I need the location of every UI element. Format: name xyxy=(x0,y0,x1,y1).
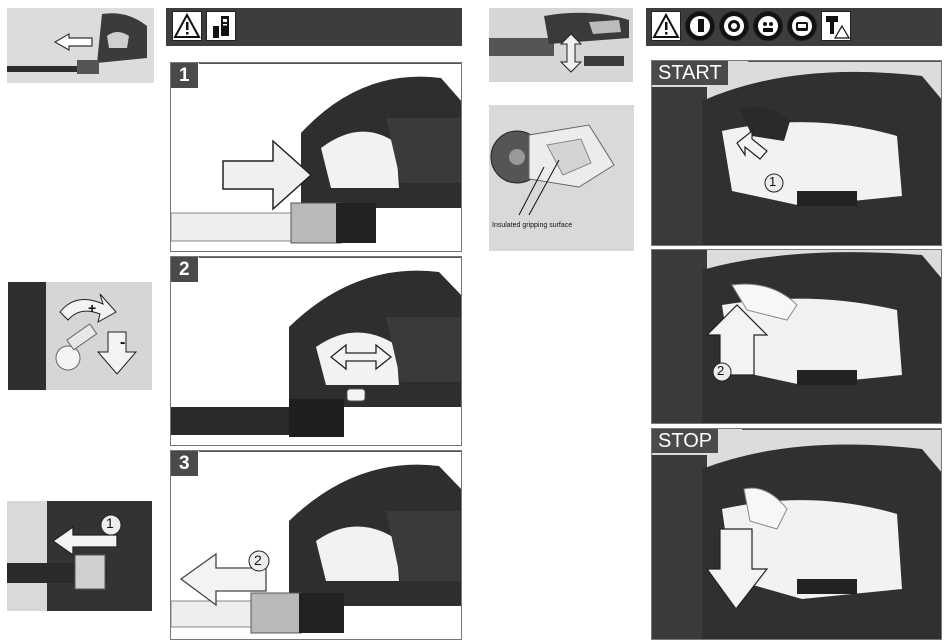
start-step-2-panel: 2 xyxy=(651,249,942,424)
warning-triangle-icon xyxy=(651,11,681,41)
start-label: START xyxy=(652,61,728,85)
step-1-badge: 1 xyxy=(171,63,198,88)
step-3-panel: 3 2 xyxy=(170,450,462,640)
step-1-panel: 1 xyxy=(170,62,462,252)
start-rule xyxy=(748,61,941,62)
step-1-rule xyxy=(199,63,461,64)
stop-panel: STOP xyxy=(651,428,942,640)
stop-label: STOP xyxy=(652,429,719,453)
insulated-grip-photo: Insulated gripping surface xyxy=(489,105,634,251)
face-shield-icon xyxy=(787,11,817,41)
step-3-rule xyxy=(199,451,461,452)
step-3-badge: 3 xyxy=(171,451,198,476)
warning-triangle-icon xyxy=(172,11,202,41)
hearing-protection-icon xyxy=(719,11,749,41)
step-2-rule xyxy=(199,257,461,258)
callout-1-number: 1 xyxy=(106,515,114,531)
hose-release-photo: 1 xyxy=(7,501,152,611)
speed-minus-label: - xyxy=(120,334,126,351)
start-callout-1: 1 xyxy=(769,174,777,189)
insulated-grip-caption: Insulated gripping surface xyxy=(492,222,573,229)
start-step-1-panel: START 1 xyxy=(651,60,942,246)
eye-protection-icon xyxy=(685,11,715,41)
read-manual-icon xyxy=(206,11,236,41)
hose-connection-photo xyxy=(7,8,154,83)
start-callout-2: 2 xyxy=(717,363,725,378)
speed-control-photo: + - xyxy=(8,282,152,390)
step-2-badge: 2 xyxy=(171,257,198,282)
handle-rotation-photo xyxy=(489,8,633,82)
dust-mask-icon xyxy=(753,11,783,41)
stop-rule xyxy=(742,429,941,430)
battery-warning-icon xyxy=(821,11,851,41)
step-2-panel: 2 xyxy=(170,256,462,446)
speed-plus-label: + xyxy=(88,300,97,316)
callout-2-number: 2 xyxy=(254,552,262,568)
